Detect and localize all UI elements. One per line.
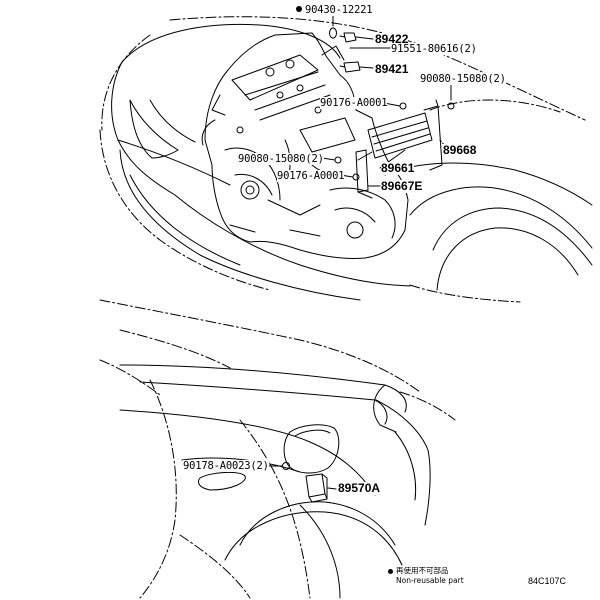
callout-89667E: 89667E [381, 179, 423, 193]
non-reusable-dot-icon [388, 568, 393, 574]
callout-90080-15080-right: 90080-15080(2) [420, 73, 506, 85]
legend: 再使用不可部品 Non-reusable part [388, 566, 464, 586]
legend-row-jp: 再使用不可部品 [388, 566, 464, 576]
callout-90176-A0001-upper: 90176-A0001 [320, 97, 388, 109]
callout-89661: 89661 [381, 161, 415, 175]
leader-lines-upper [321, 13, 452, 187]
callout-90176-A0001-lower: 90176-A0001 [277, 170, 345, 182]
car-body-front [99, 16, 593, 303]
legend-text-jp: 再使用不可部品 [396, 566, 449, 575]
callout-90178-A0023: 90178-A0023(2) [183, 460, 269, 472]
callout-91551-80616: 91551-80616(2) [391, 43, 477, 55]
part-number: 90430-12221 [305, 4, 373, 16]
legend-text-en: Non-reusable part [396, 576, 464, 585]
engine-assembly [201, 32, 409, 259]
callout-89570A: 89570A [338, 481, 381, 495]
diagram-code: 84C107C [528, 576, 567, 586]
callout-89421: 89421 [375, 62, 409, 76]
callout-90080-15080-left: 90080-15080(2) [238, 153, 324, 165]
fuel-lid-parts [267, 462, 337, 503]
callout-89668: 89668 [443, 143, 477, 157]
ecu-module [355, 99, 443, 199]
car-body-rear [99, 299, 456, 599]
legend-row-en: Non-reusable part [388, 576, 464, 586]
callout-89422: 89422 [375, 32, 409, 46]
non-reusable-dot-icon [296, 6, 302, 12]
callout-90430-12221: 90430-12221 [296, 4, 373, 16]
